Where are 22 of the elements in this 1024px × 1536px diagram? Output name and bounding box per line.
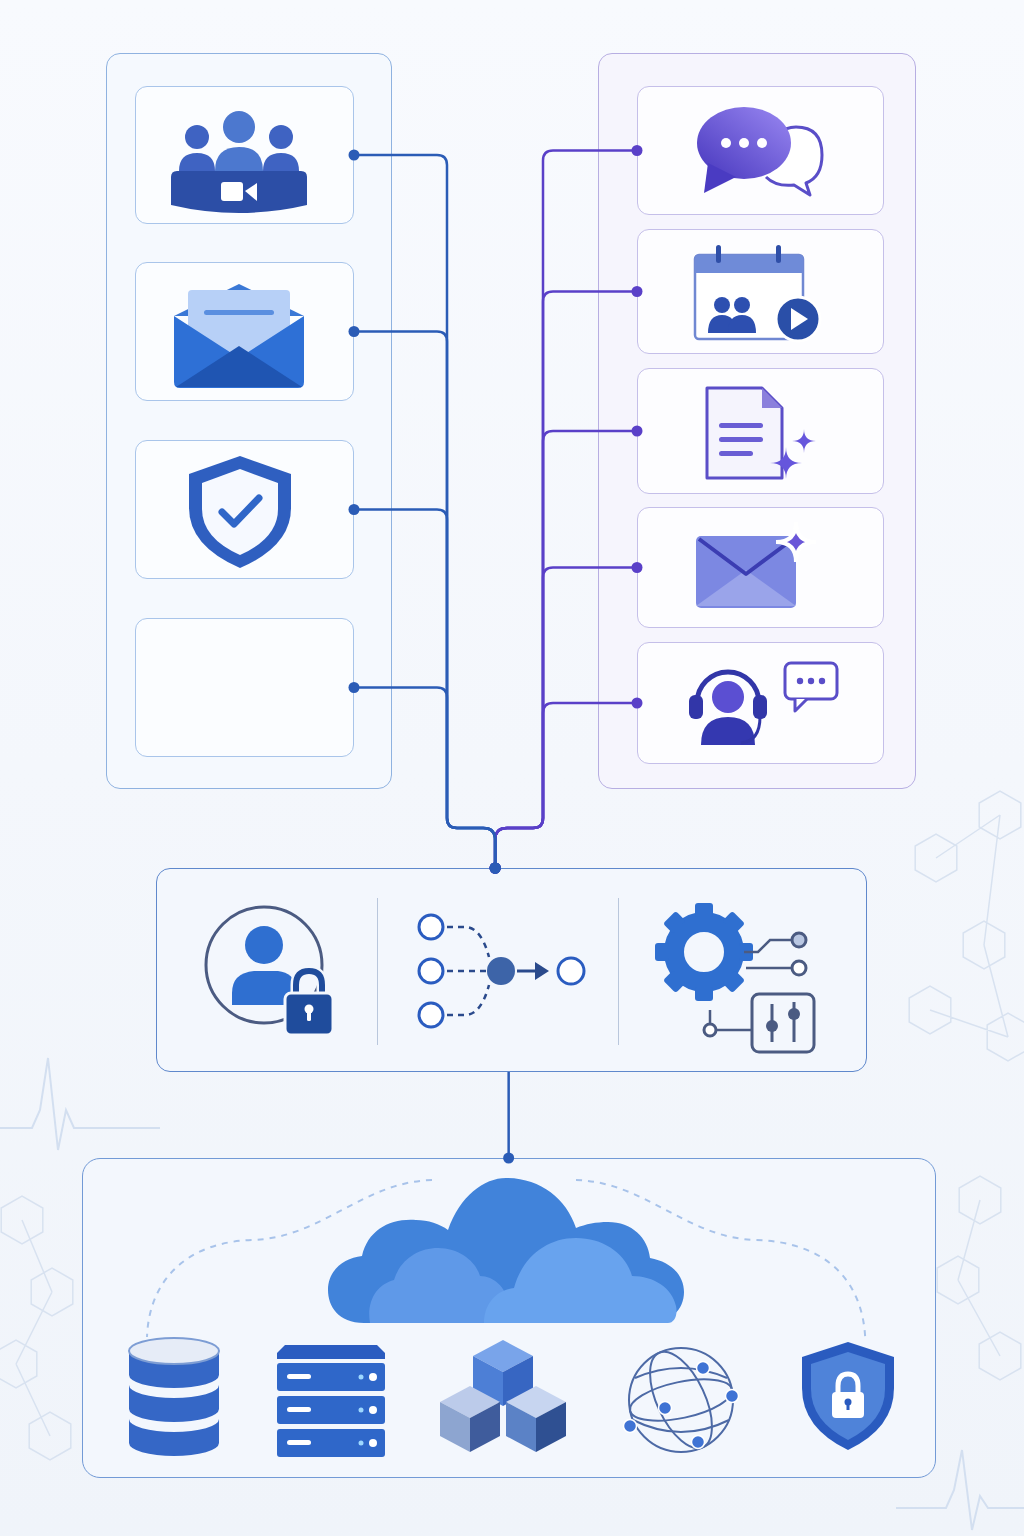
icon-card <box>636 228 884 354</box>
icon-card <box>134 439 354 579</box>
icon-card <box>134 85 354 224</box>
database-icon <box>126 1336 221 1457</box>
icon-card <box>636 85 884 215</box>
connector-line <box>348 682 501 874</box>
server-icon <box>276 1344 385 1457</box>
cloud-icon <box>327 1177 684 1323</box>
icon-card <box>636 506 884 628</box>
panel <box>598 53 916 789</box>
cubes-icon <box>437 1339 568 1452</box>
panel <box>82 1158 936 1478</box>
panel <box>156 868 867 1072</box>
gear-sliders-icon <box>653 901 816 1054</box>
icon-card <box>636 367 884 494</box>
card <box>134 617 354 757</box>
panel <box>106 53 392 789</box>
dashed-line <box>146 1179 433 1338</box>
connector-line <box>503 1072 515 1164</box>
shield-lock-icon <box>799 1339 896 1452</box>
icon-card <box>636 641 884 764</box>
icon-card <box>134 261 354 401</box>
